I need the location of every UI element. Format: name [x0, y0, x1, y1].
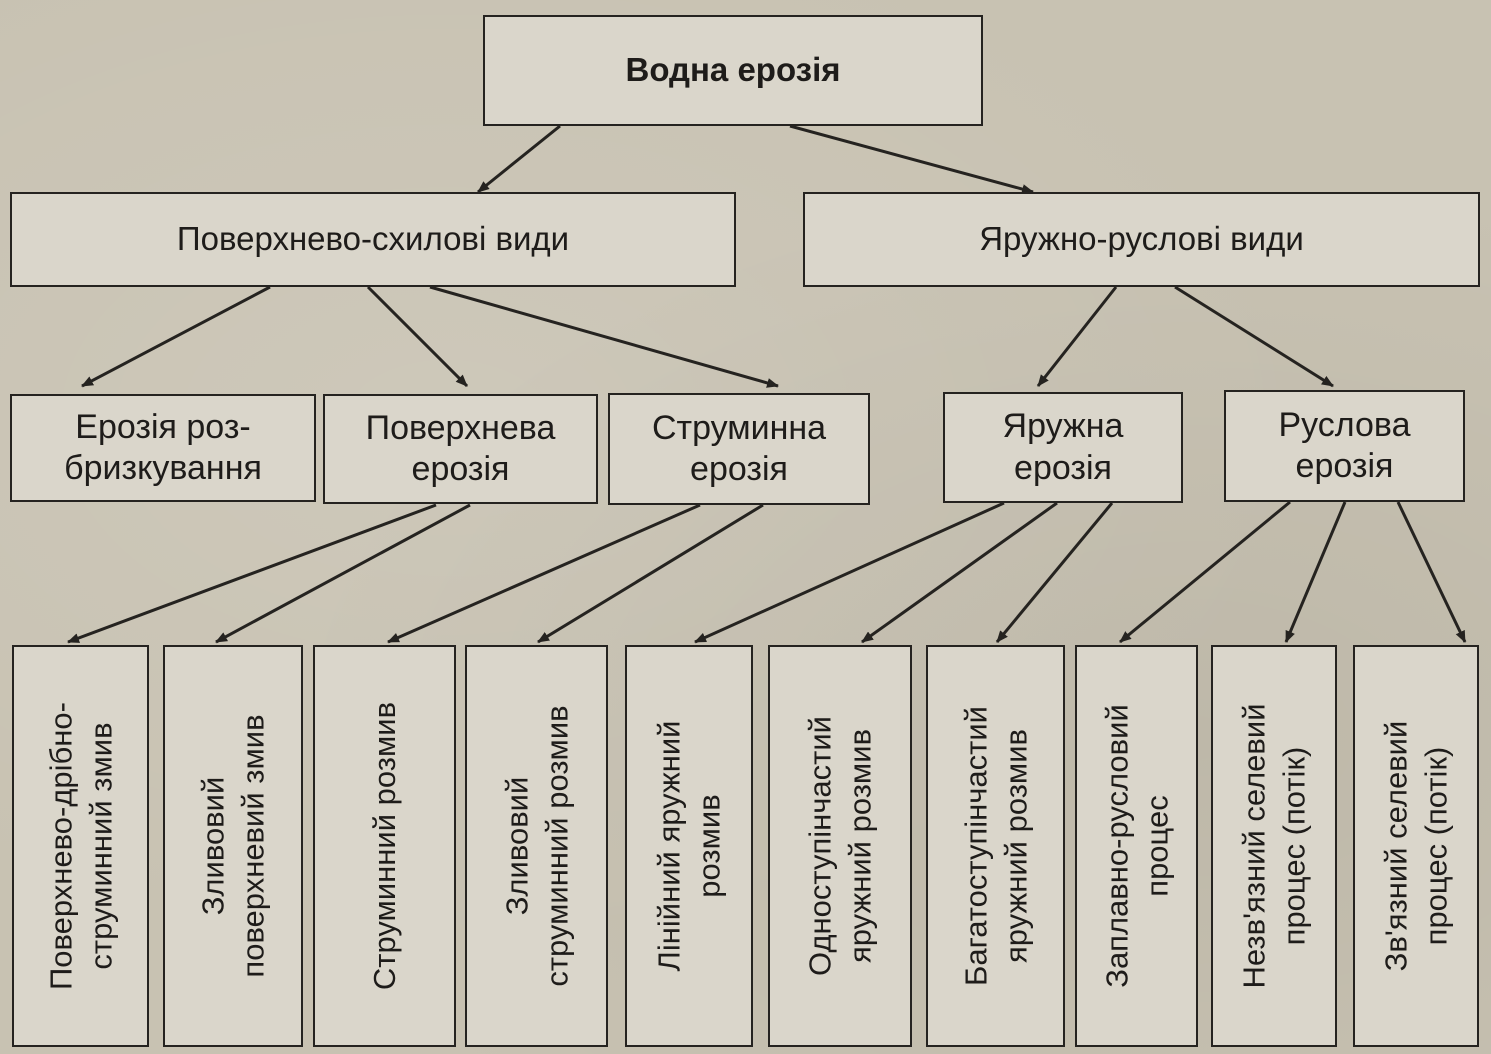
leaf-label-line: Струминний розмив [366, 701, 402, 991]
leaf-label-line: процес [1138, 795, 1174, 897]
leaf-rill-scour: Струминний розмив [313, 645, 456, 1047]
node-label-line: Руслова [1278, 405, 1411, 444]
leaf-label-line: Зв'язний селевий [1378, 720, 1414, 972]
leaf-label-line: Одноступінчастий [802, 716, 838, 976]
node-label-line: Поверхнева [365, 408, 556, 447]
arrow-right-channel [1174, 285, 1334, 388]
node-label-line: ерозія [411, 450, 510, 488]
node-label-line: Ерозія роз- [75, 407, 251, 446]
arrow-rill-leaf3 [387, 503, 701, 644]
leaf-label-line: Зливовий [498, 776, 534, 916]
leaf-label-line: струминний змив [82, 722, 118, 970]
node-label-line: ерозія [1014, 448, 1112, 487]
leaf-label-line: Зливовий [195, 776, 231, 916]
root-node: Водна ерозія [483, 15, 983, 126]
arrow-channel-leaf9 [1284, 501, 1347, 643]
node-label-line: бризкування [64, 449, 262, 487]
arrow-channel-leaf8 [1119, 500, 1291, 644]
leaf-label-line: струминний розмив [538, 705, 574, 987]
leaf-label-line: процес (потік) [1418, 746, 1453, 946]
node-label-line: Яружна [1002, 407, 1124, 446]
arrow-left-surface [366, 285, 469, 388]
arrow-surface-leaf2 [215, 503, 471, 644]
node-label-line: Струминна [651, 408, 827, 447]
leaf-label-line: Незв'язний селевий [1236, 703, 1272, 989]
leaf-label-line: Заплавно-русловий [1098, 704, 1134, 988]
leaf-label-line: процес (потік) [1276, 746, 1311, 946]
node-gully-channel-types: Яружно-руслові види [803, 192, 1480, 287]
arrow-rill-leaf4 [537, 503, 764, 644]
arrow-root-left [477, 124, 561, 194]
node-label-line: ерозія [690, 450, 788, 488]
arrow-gully-leaf5 [694, 501, 1005, 644]
root-label: Водна ерозія [625, 51, 841, 89]
leaf-label-line: Поверхнево-дрібно- [42, 702, 78, 990]
leaf-label-line: Багатоступінчастий [957, 706, 993, 986]
leaf-label-line: яружний розмив [842, 728, 877, 964]
arrow-channel-leaf10 [1396, 501, 1467, 643]
arrow-root-right [789, 124, 1034, 194]
leaf-label-line: Лінійний яружний [651, 720, 687, 972]
leaf-label-line: поверхневий змив [235, 714, 270, 978]
arrow-gully-leaf7 [995, 502, 1114, 643]
leaf-label-line: яружний розмив [997, 728, 1033, 964]
arrow-right-gully [1036, 286, 1118, 387]
node-label: Поверхнево-схилові види [176, 220, 570, 258]
node-surface-slope-types: Поверхнево-схилові види [10, 192, 736, 287]
node-label: Яружно-руслові види [979, 220, 1304, 258]
leaf-surface-fine-rill-wash: Поверхнево-дрібно-струминний змив [12, 645, 149, 1047]
arrow-left-rill [429, 285, 779, 388]
arrow-gully-leaf6 [861, 501, 1058, 644]
node-splash-erosion: Ерозія роз-бризкування [10, 394, 316, 502]
arrow-left-splash [81, 285, 271, 388]
arrow-surface-leaf1 [67, 503, 437, 644]
node-label-line: ерозія [1295, 447, 1394, 485]
leaf-label-line: розмив [691, 794, 726, 898]
